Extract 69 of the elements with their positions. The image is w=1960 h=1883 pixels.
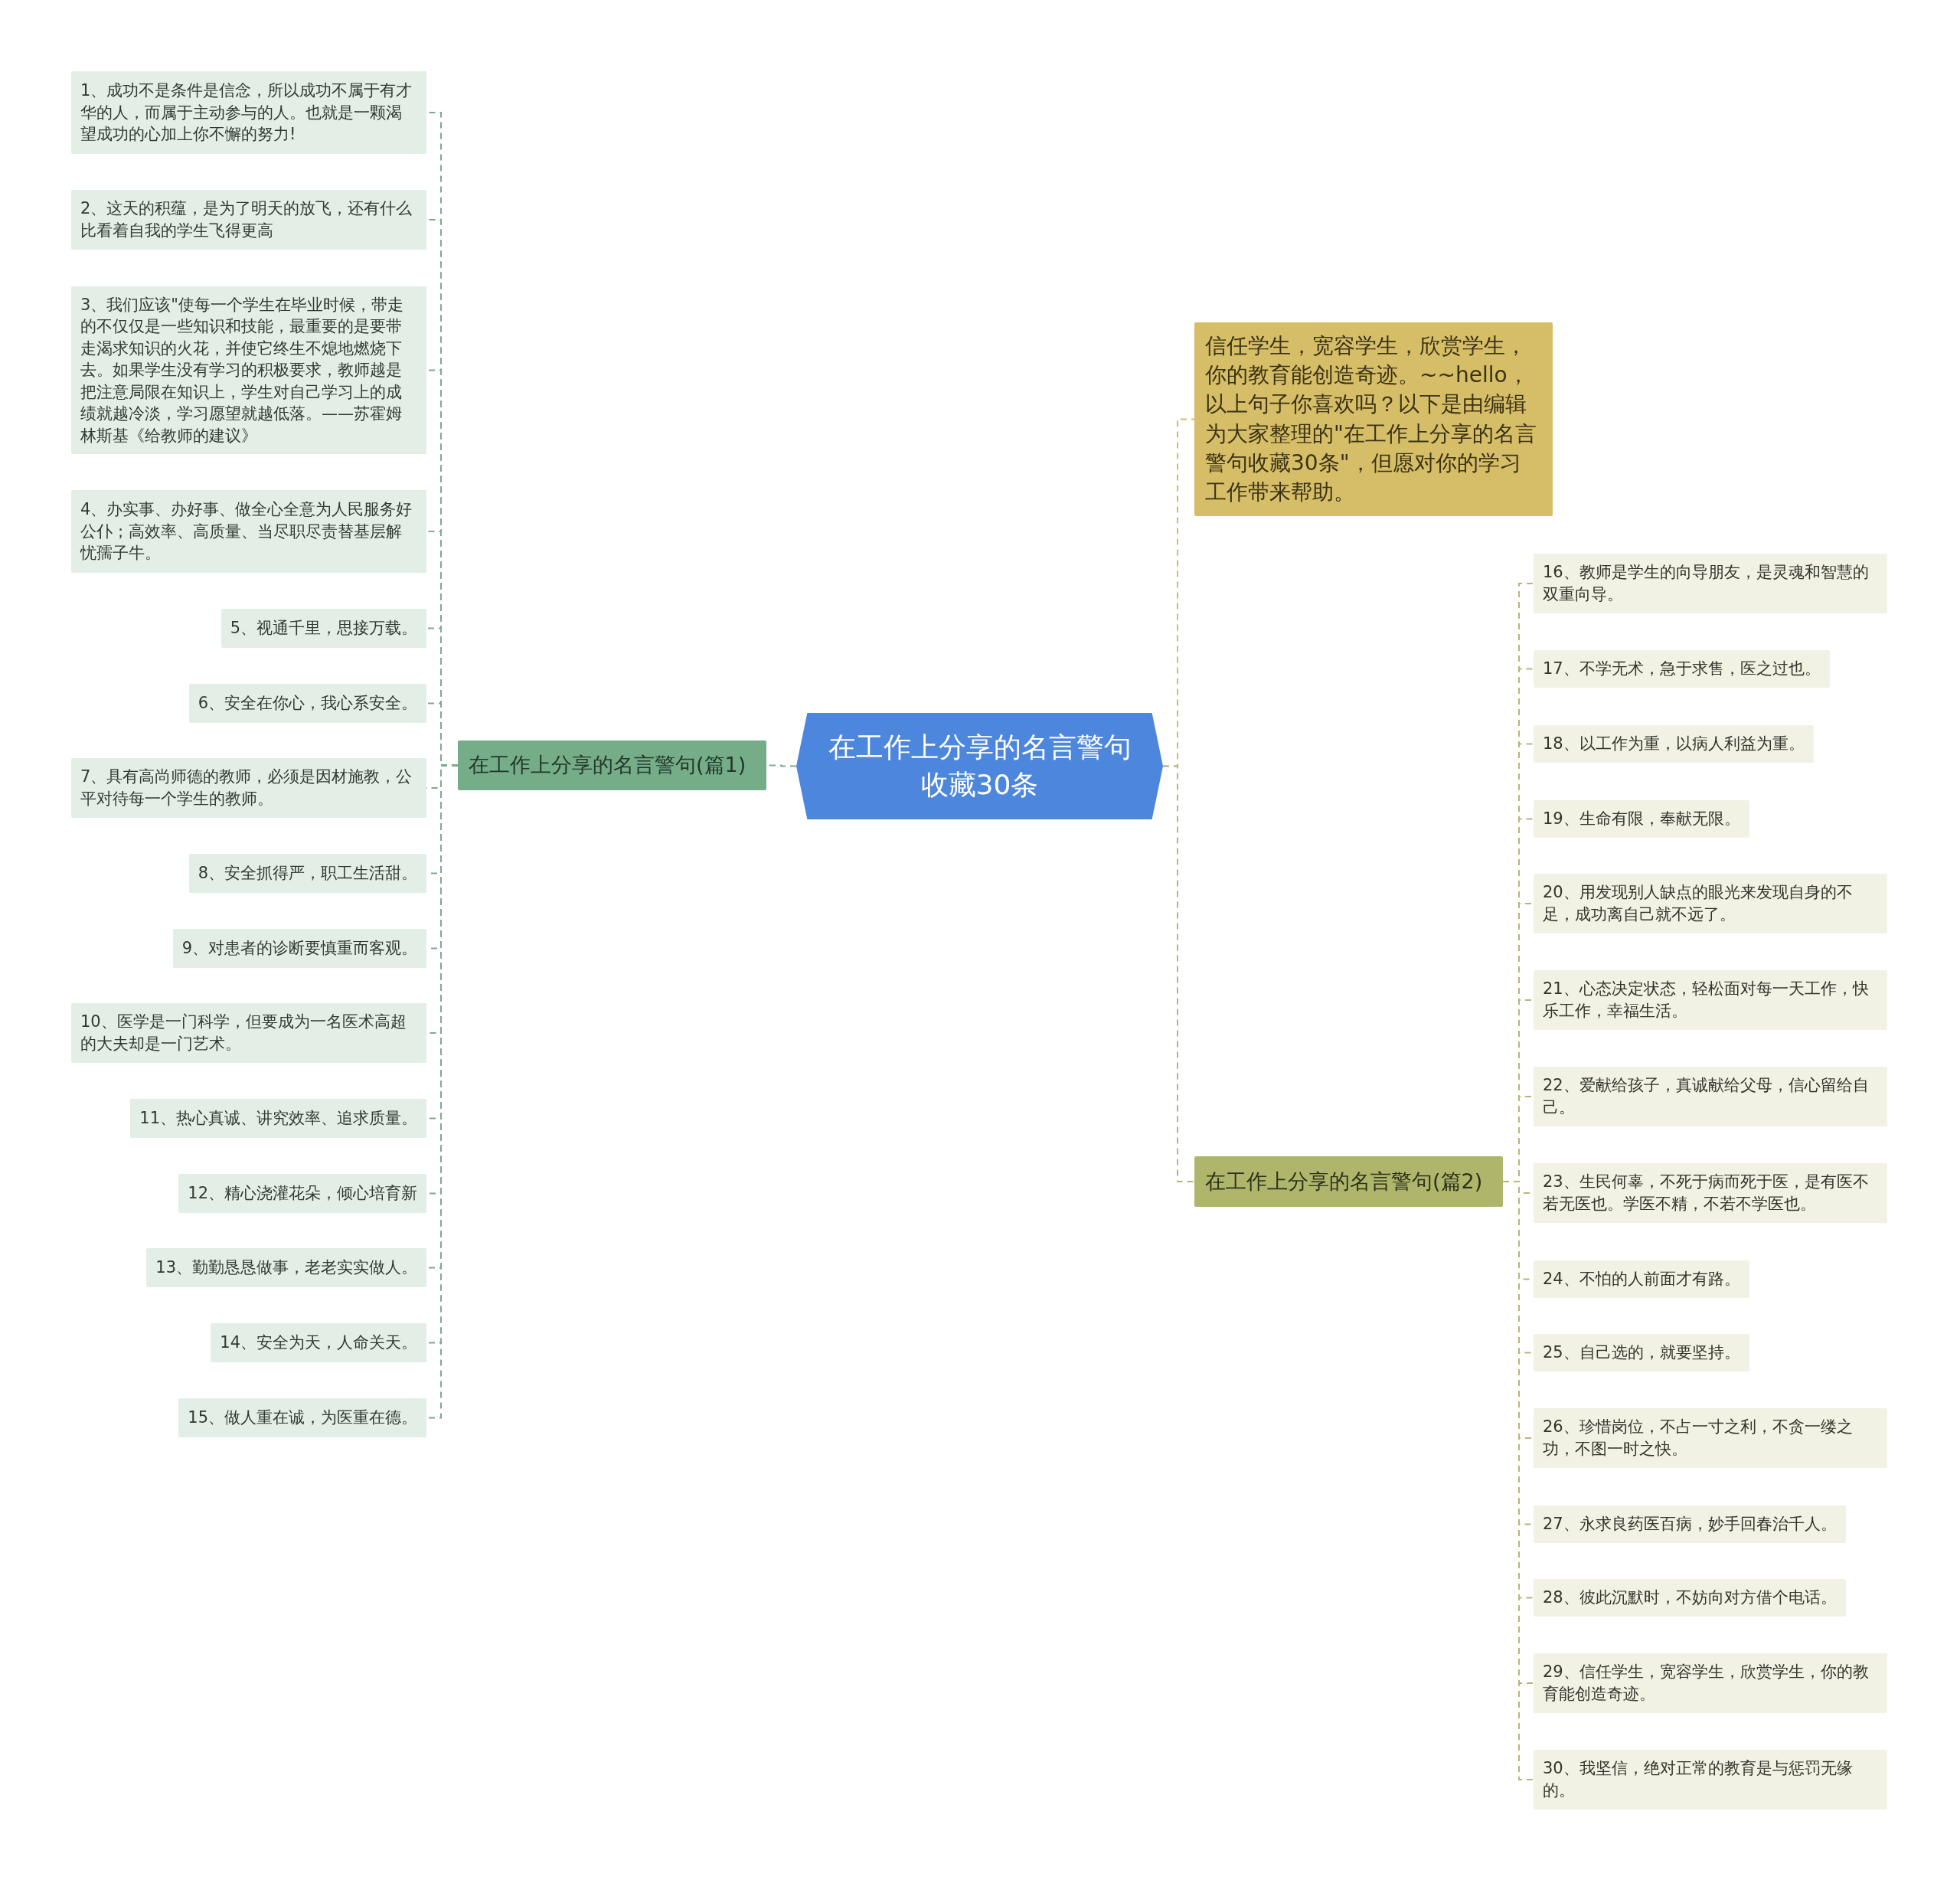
- quote-text: 22、爱献给孩子，真诚献给父母，信心留给自己。: [1543, 1075, 1870, 1118]
- quote-text: 13、勤勤恳恳做事，老老实实做人。: [155, 1257, 417, 1279]
- quote-text: 16、教师是学生的向导朋友，是灵魂和智慧的双重向导。: [1543, 562, 1870, 605]
- quote-text: 21、心态决定状态，轻松面对每一天工作，快乐工作，幸福生活。: [1543, 979, 1870, 1022]
- quote-text: 14、安全为天，人命关天。: [220, 1332, 417, 1354]
- quote-card: [130, 1099, 426, 1138]
- quote-card: [146, 1248, 426, 1287]
- quote-text: 10、医学是一门科学，但要成为一名医术高超的大夫却是一门艺术。: [80, 1012, 407, 1054]
- branch-topic: [1194, 1156, 1503, 1207]
- quote-text: 12、精心浇灌花朵，倾心培育新: [188, 1183, 417, 1205]
- quote-card: [220, 609, 426, 648]
- quote-text: 29、信任学生，宽容学生，欣赏学生，你的教育能创造奇迹。: [1543, 1662, 1870, 1705]
- quote-card: [1534, 1260, 1749, 1298]
- quote-card: [1534, 725, 1814, 763]
- quote-text: 20、用发现别人缺点的眼光来发现自身的不足，成功离自己就不远了。: [1543, 882, 1854, 925]
- quote-card: [172, 929, 426, 968]
- quote-card: [1534, 650, 1830, 688]
- quote-text: 30、我坚信，绝对正常的教育是与惩罚无缘的。: [1543, 1758, 1854, 1801]
- quote-text: 7、具有高尚师德的教师，必须是因材施教，公平对待每一个学生的教师。: [80, 767, 413, 809]
- quote-card: [71, 190, 426, 250]
- quote-text: 3、我们应该"使每一个学生在毕业时候，带走的不仅仅是一些知识和技能，最重要的是要带走渴求知识的火花，并使它终生不熄地燃烧下去。如果学生没有学习的积极要求，教师越是把注意局限在知识上，学生对自己学习上的成绩就越冷淡，学习愿望就越低落。——苏霍姆林斯基《给教师的建议》: [80, 294, 405, 446]
- quote-card: [71, 71, 426, 154]
- quote-text: 6、安全在你心，我心系安全。: [198, 693, 417, 714]
- quote-card: [71, 490, 426, 573]
- intro-note: [1194, 322, 1553, 516]
- quote-text: 5、视通千里，思接万载。: [230, 618, 417, 639]
- quote-card: [1534, 554, 1887, 613]
- quote-card: [178, 1174, 426, 1213]
- quote-card: [1534, 1653, 1887, 1713]
- quote-text: 17、不学无术，急于求售，医之过也。: [1543, 659, 1821, 680]
- central-topic: [796, 713, 1163, 819]
- quote-card: [71, 286, 426, 454]
- quote-card: [1534, 1334, 1749, 1371]
- quote-card: [188, 684, 426, 723]
- quote-text: 4、办实事、办好事、做全心全意为人民服务好公仆；高效率、高质量、当尽职尽责替基层解忧孺子牛。: [80, 499, 413, 564]
- quote-text: 23、生民何辜，不死于病而死于医，是有医不若无医也。学医不精，不若不学医也。: [1543, 1172, 1870, 1214]
- quote-text: 26、珍惜岗位，不占一寸之利，不贪一缕之功，不图一时之快。: [1543, 1417, 1854, 1460]
- quote-text: 11、热心真诚、讲究效率、追求质量。: [139, 1108, 417, 1129]
- topic-title: 在工作上分享的名言警句收藏30条: [827, 730, 1132, 802]
- quote-card: [1534, 970, 1887, 1030]
- quote-card: [1534, 800, 1749, 838]
- connector-line: [1162, 765, 1195, 1182]
- quote-card: [211, 1323, 426, 1362]
- quote-card: [1534, 1163, 1887, 1223]
- quote-text: 28、彼此沉默时，不妨向对方借个电话。: [1543, 1587, 1837, 1609]
- quote-text: 18、以工作为重，以病人利益为重。: [1543, 734, 1805, 755]
- quote-card: [71, 758, 426, 818]
- quote-card: [1534, 1408, 1887, 1468]
- branch-title: 在工作上分享的名言警句(篇2): [1205, 1168, 1483, 1195]
- quote-card: [178, 1398, 426, 1437]
- quote-text: 9、对患者的诊断要慎重而客观。: [181, 938, 417, 959]
- quote-text: 2、这天的积蕴，是为了明天的放飞，还有什么比看着自我的学生飞得更高: [80, 198, 413, 241]
- quote-card: [1534, 1505, 1846, 1543]
- quote-text: 24、不怕的人前面才有路。: [1543, 1269, 1740, 1290]
- quote-text: 8、安全抓得严，职工生活甜。: [198, 863, 417, 884]
- quote-card: [1534, 1750, 1887, 1809]
- quote-card: [1534, 1579, 1846, 1617]
- quote-text: 25、自己选的，就要坚持。: [1543, 1342, 1740, 1364]
- branch-title: 在工作上分享的名言警句(篇1): [469, 752, 746, 779]
- quote-card: [188, 854, 426, 893]
- quote-text: 19、生命有限，奉献无限。: [1543, 809, 1740, 830]
- branch-topic: [458, 740, 766, 790]
- quote-text: 1、成功不是条件是信念，所以成功不属于有才华的人，而属于主动参与的人。也就是一颗渴望成功的心加上你不懈的努力!: [80, 80, 413, 145]
- intro-text: 信任学生，宽容学生，欣赏学生，你的教育能创造奇迹。~~hello，以上句子你喜欢吗？以下是由编辑为大家整理的"在工作上分享的名言警句收藏30条"，但愿对你的学习工作带来帮助。: [1205, 332, 1537, 506]
- quote-card: [1534, 1067, 1887, 1126]
- quote-text: 27、永求良药医百病，妙手回春治千人。: [1543, 1514, 1837, 1535]
- quote-text: 15、做人重在诚，为医重在德。: [188, 1407, 417, 1429]
- quote-card: [71, 1003, 426, 1063]
- quote-card: [1534, 874, 1887, 933]
